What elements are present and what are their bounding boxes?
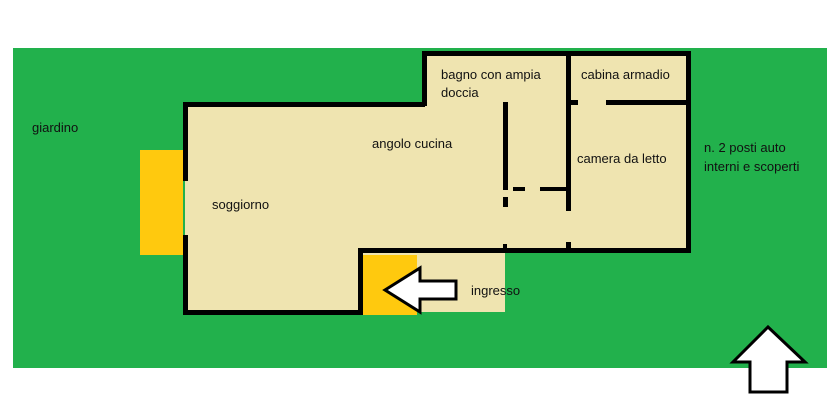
- wall: [183, 102, 188, 181]
- arrow-left-icon: [382, 265, 458, 315]
- floor-main: [185, 104, 505, 312]
- wall: [503, 102, 508, 190]
- wall: [358, 248, 691, 253]
- label-walk-in-closet: cabina armadio: [581, 67, 670, 82]
- walls: [183, 51, 691, 315]
- floor-closet: [568, 53, 688, 104]
- label-bedroom: camera da letto: [577, 151, 667, 166]
- label-entrance: ingresso: [471, 283, 520, 298]
- wall: [183, 235, 188, 315]
- wall: [503, 197, 508, 207]
- label-bathroom-line2: doccia: [441, 85, 479, 100]
- label-kitchen-corner: angolo cucina: [372, 136, 453, 151]
- wall: [540, 187, 568, 191]
- wall: [422, 51, 427, 106]
- label-living-room: soggiorno: [212, 197, 269, 212]
- label-parking-line2: interni e scoperti: [704, 159, 799, 174]
- label-parking-line1: n. 2 posti auto: [704, 140, 786, 155]
- wall: [513, 187, 525, 191]
- wall: [503, 244, 507, 250]
- wall: [566, 242, 571, 250]
- label-garden: giardino: [32, 120, 78, 135]
- label-bathroom-line1: bagno con ampia: [441, 67, 542, 82]
- wall: [686, 51, 691, 253]
- wall: [183, 310, 363, 315]
- floor-corridor: [505, 104, 688, 250]
- wall: [422, 51, 691, 56]
- garden-door: [140, 150, 183, 255]
- wall: [566, 51, 571, 211]
- arrow-up-icon: [729, 324, 809, 394]
- wall: [358, 250, 363, 315]
- apartment-floor: [185, 53, 688, 312]
- wall: [606, 100, 691, 105]
- wall: [566, 100, 578, 105]
- floor-bathroom: [424, 53, 568, 104]
- wall: [183, 102, 425, 107]
